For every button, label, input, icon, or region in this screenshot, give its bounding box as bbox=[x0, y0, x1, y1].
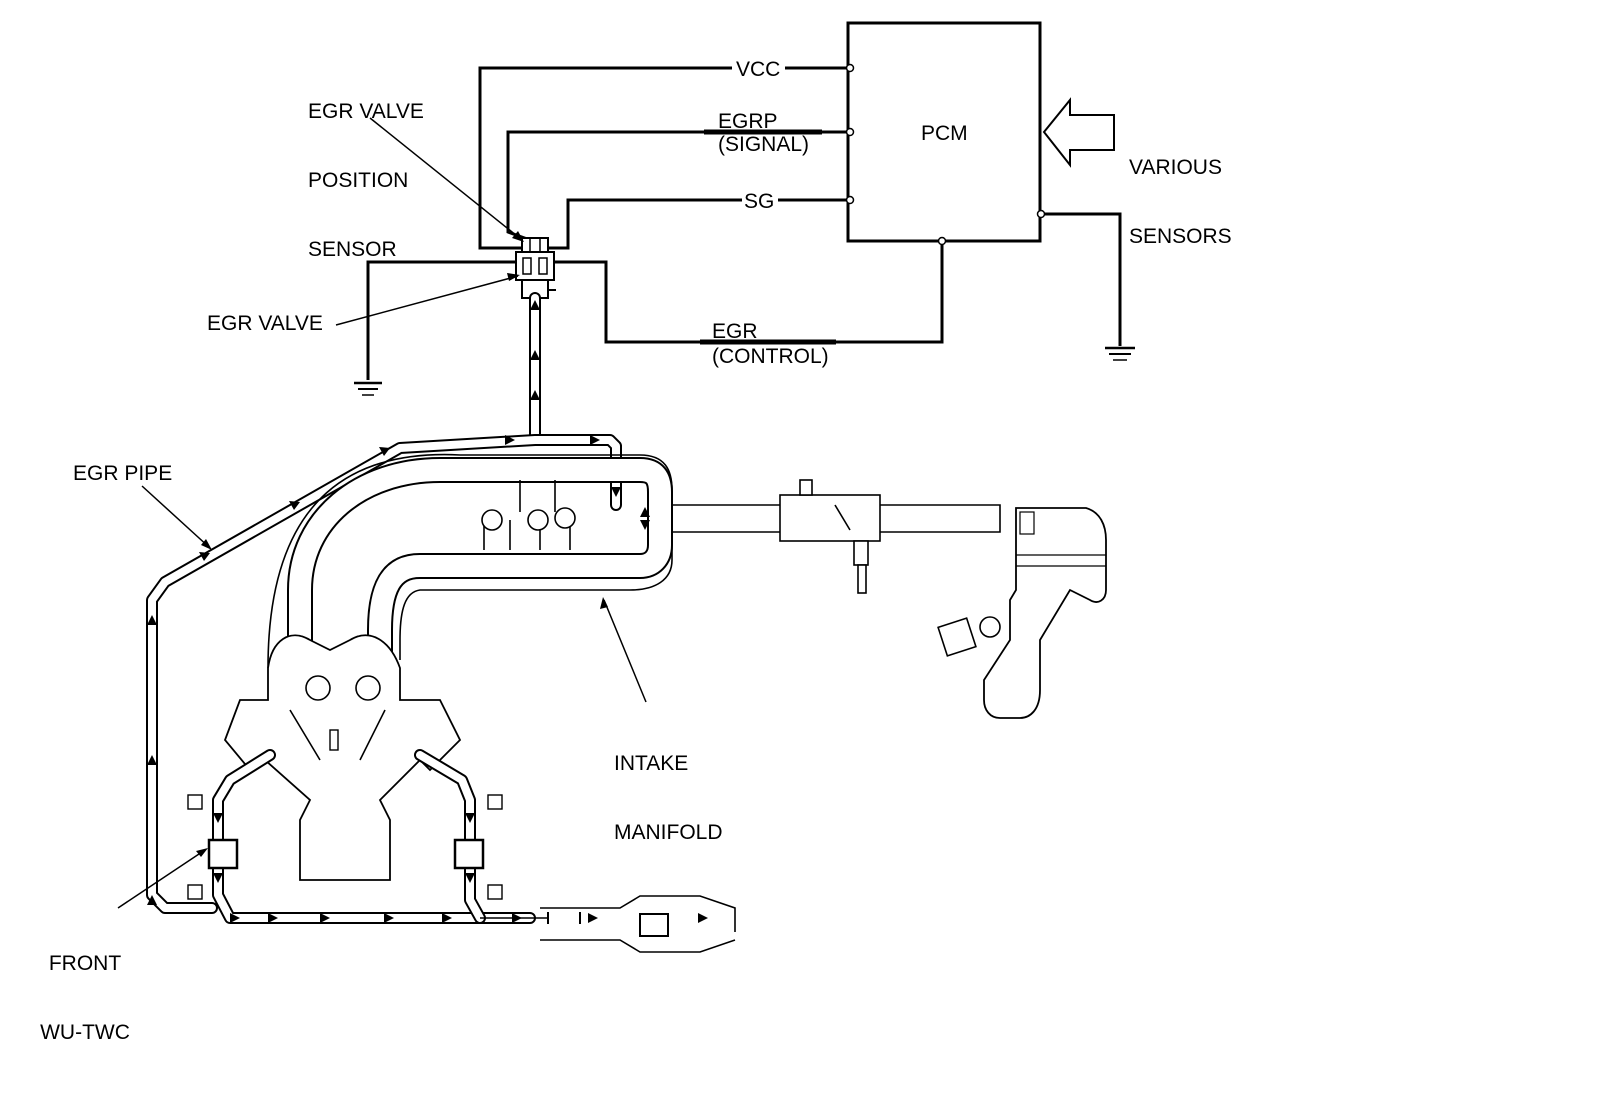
various-sensors-arrow-icon bbox=[1042, 97, 1115, 168]
egr-control-wire bbox=[835, 240, 944, 344]
sg-wire bbox=[542, 198, 742, 250]
ground-icon-pcm bbox=[1105, 346, 1135, 361]
leader-egr-valve-arrowhead bbox=[507, 273, 520, 281]
label-front-wu-twc: FRONT WU-TWC bbox=[30, 906, 140, 1067]
leader-intake-manifold bbox=[603, 599, 647, 703]
label-egr-pipe: EGR PIPE bbox=[73, 462, 173, 485]
intake-manifold-outline bbox=[267, 453, 1001, 669]
label-line: WU-TWC bbox=[40, 1021, 130, 1044]
label-egr-valve: EGR VALVE bbox=[207, 312, 323, 335]
leader-intake-manifold-arrowhead bbox=[600, 597, 608, 609]
pcm-ground-wire bbox=[1040, 212, 1122, 346]
intake-runners bbox=[483, 480, 571, 550]
egrp-wire bbox=[506, 130, 705, 242]
label-egr-valve-position-sensor: EGR VALVE POSITION SENSOR bbox=[308, 54, 424, 284]
vcc-wire bbox=[478, 66, 732, 250]
leader-egr-valve bbox=[335, 275, 519, 326]
air-cleaner-icon bbox=[937, 507, 1107, 719]
label-sg: SG bbox=[744, 190, 775, 213]
leader-front-wu-twc-arrowhead bbox=[196, 848, 208, 857]
exhaust-right-inner bbox=[416, 751, 484, 922]
egr-valve-icon bbox=[515, 251, 556, 299]
leader-egr-pipe-arrowhead bbox=[201, 539, 212, 550]
label-egr-control: (CONTROL) bbox=[712, 345, 829, 368]
egr-control-wire-valve bbox=[545, 260, 700, 344]
pcm-terminal-egr bbox=[937, 236, 947, 246]
leader-position-sensor bbox=[369, 117, 523, 241]
label-line: POSITION bbox=[308, 169, 409, 192]
leader-position-sensor-arrowhead bbox=[512, 231, 524, 242]
pcm-terminal-vcc bbox=[845, 63, 855, 73]
label-intake-manifold: INTAKE MANIFOLD bbox=[614, 706, 723, 867]
runner-port-1 bbox=[481, 509, 503, 531]
label-line: VARIOUS bbox=[1129, 156, 1222, 179]
label-line: SENSOR bbox=[308, 238, 397, 261]
label-egrp: EGRP bbox=[718, 110, 778, 133]
valve-ground-wire bbox=[366, 260, 520, 380]
egr-valve-position-sensor-icon bbox=[521, 237, 549, 253]
pcm-terminal-gnd bbox=[1036, 209, 1046, 219]
runner-port-3 bbox=[554, 507, 576, 529]
rear-catalyst bbox=[639, 913, 669, 937]
front-wu-twc-icon bbox=[187, 794, 581, 924]
label-line: INTAKE bbox=[614, 752, 689, 775]
label-pcm: PCM bbox=[921, 122, 968, 145]
pcm-terminal-egrp bbox=[845, 127, 855, 137]
intake-manifold-plenum-inner bbox=[289, 459, 671, 665]
pcm-terminal-sg bbox=[845, 195, 855, 205]
egr-pipe-inner bbox=[148, 436, 620, 912]
label-egrp-signal: (SIGNAL) bbox=[718, 133, 810, 156]
label-line: MANIFOLD bbox=[614, 821, 723, 844]
label-vcc: VCC bbox=[736, 58, 781, 81]
label-line: EGR VALVE bbox=[308, 100, 424, 123]
leader-egr-pipe bbox=[141, 485, 211, 549]
pcm-box bbox=[846, 21, 1042, 243]
label-line: FRONT bbox=[48, 952, 122, 975]
label-egr: EGR bbox=[712, 320, 758, 343]
engine-icon bbox=[223, 634, 462, 881]
runner-port-2 bbox=[527, 509, 549, 531]
label-various-sensors: VARIOUS SENSORS bbox=[1129, 110, 1232, 271]
throttle-body-icon bbox=[779, 479, 881, 594]
ground-icon-valve bbox=[354, 381, 382, 396]
flow-arrows bbox=[147, 300, 708, 923]
leader-front-wu-twc bbox=[117, 849, 206, 909]
label-line: SENSORS bbox=[1129, 225, 1232, 248]
